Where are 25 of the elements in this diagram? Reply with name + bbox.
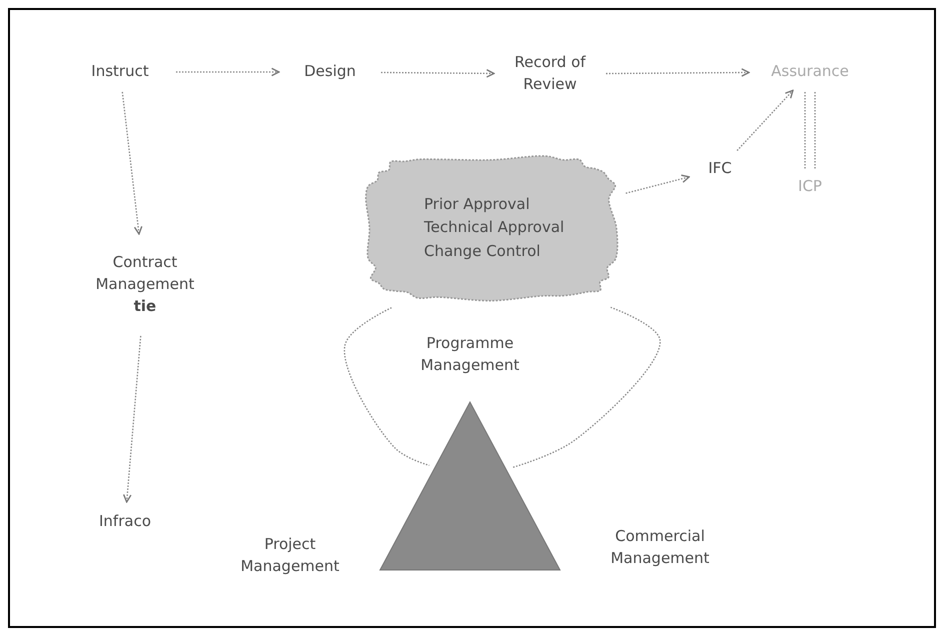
dotted-line (512, 306, 661, 468)
node-label: Record of Review (513, 52, 587, 95)
node-label: Design (304, 61, 356, 82)
dotted-arrow (176, 68, 280, 76)
node-label: tie (134, 296, 156, 317)
approval-text: Change Control (424, 240, 540, 262)
dotted-line (804, 91, 816, 170)
node-label: Assurance (771, 61, 849, 82)
dotted-arrow (381, 69, 495, 78)
dotted-arrow (626, 174, 690, 194)
approval-text: Technical Approval (424, 217, 564, 238)
cloud-shape (362, 152, 620, 304)
node-label: Instruct (91, 61, 149, 82)
dotted-arrow (123, 336, 142, 503)
node-label: IFC (708, 158, 732, 180)
node-label: Programme Management (420, 333, 520, 376)
node-label: Infraco (99, 511, 151, 532)
dotted-arrow (122, 92, 142, 235)
node-label: ICP (798, 176, 822, 198)
node-label: Project Management (240, 534, 340, 577)
dotted-line (344, 307, 430, 466)
dotted-arrow (606, 68, 750, 77)
node-label: Commercial Management (610, 526, 710, 569)
dotted-arrow (736, 90, 794, 152)
approval-text: Prior Approval (424, 194, 530, 216)
